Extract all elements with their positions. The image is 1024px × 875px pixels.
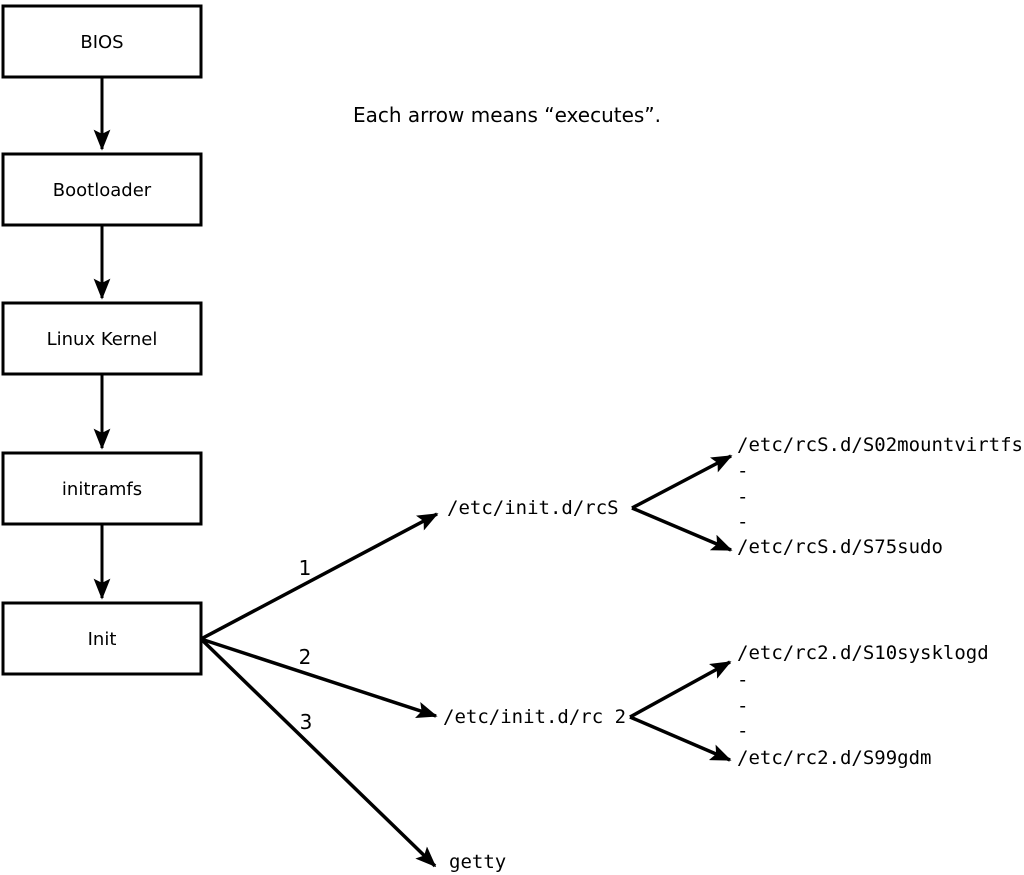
rc2-child-ellipsis-2: - <box>737 695 748 717</box>
arrow-rc2-to-s99gdm <box>629 715 732 762</box>
edge-label-1: 1 <box>299 556 312 580</box>
box-linux-kernel: Linux Kernel <box>1 301 203 376</box>
box-bootloader: Bootloader <box>1 152 203 227</box>
rc2-child-s10sysklogd: /etc/rc2.d/S10sysklogd <box>737 642 989 664</box>
arrow-rcs-to-s75sudo <box>631 506 733 552</box>
note-executes: Each arrow means “executes”. <box>353 103 661 127</box>
bootloader-box-label: Bootloader <box>53 180 152 201</box>
getty-label: getty <box>449 851 506 873</box>
linux-kernel-box-label: Linux Kernel <box>47 329 158 350</box>
arrow-rc2-to-s10sysklogd <box>629 660 732 719</box>
arrow-init-to-rcs <box>200 512 439 641</box>
arrow-init-to-getty <box>199 637 437 868</box>
box-init: Init <box>1 601 203 676</box>
init-box-label: Init <box>88 629 117 650</box>
rc2-child-ellipsis-3: - <box>737 720 748 742</box>
rc2-script-label: /etc/init.d/rc 2 <box>443 706 626 728</box>
rcs-script-label: /etc/init.d/rcS <box>447 497 619 519</box>
bios-box <box>1 4 203 79</box>
arrow-init-to-rc2 <box>200 637 438 718</box>
rcs-child-s75sudo: /etc/rcS.d/S75sudo <box>737 536 943 558</box>
bios-box-label: BIOS <box>80 32 123 53</box>
initramfs-box <box>1 451 203 526</box>
rcs-child-ellipsis-3: - <box>737 511 748 533</box>
init-box <box>1 601 203 676</box>
rc2-child-s99gdm: /etc/rc2.d/S99gdm <box>737 747 931 769</box>
rcs-child-ellipsis-2: - <box>737 486 748 508</box>
bootloader-box <box>1 152 203 227</box>
edge-label-3: 3 <box>300 710 313 734</box>
box-bios: BIOS <box>1 4 203 79</box>
initramfs-box-label: initramfs <box>62 479 142 500</box>
arrow-rcs-to-s02mountvirtfs <box>631 454 733 510</box>
rc2-child-ellipsis-1: - <box>737 669 748 691</box>
edge-label-2: 2 <box>299 645 312 669</box>
rcs-child-s02mountvirtfs: /etc/rcS.d/S02mountvirtfs <box>737 434 1023 456</box>
box-initramfs: initramfs <box>1 451 203 526</box>
rcs-child-ellipsis-1: - <box>737 460 748 482</box>
